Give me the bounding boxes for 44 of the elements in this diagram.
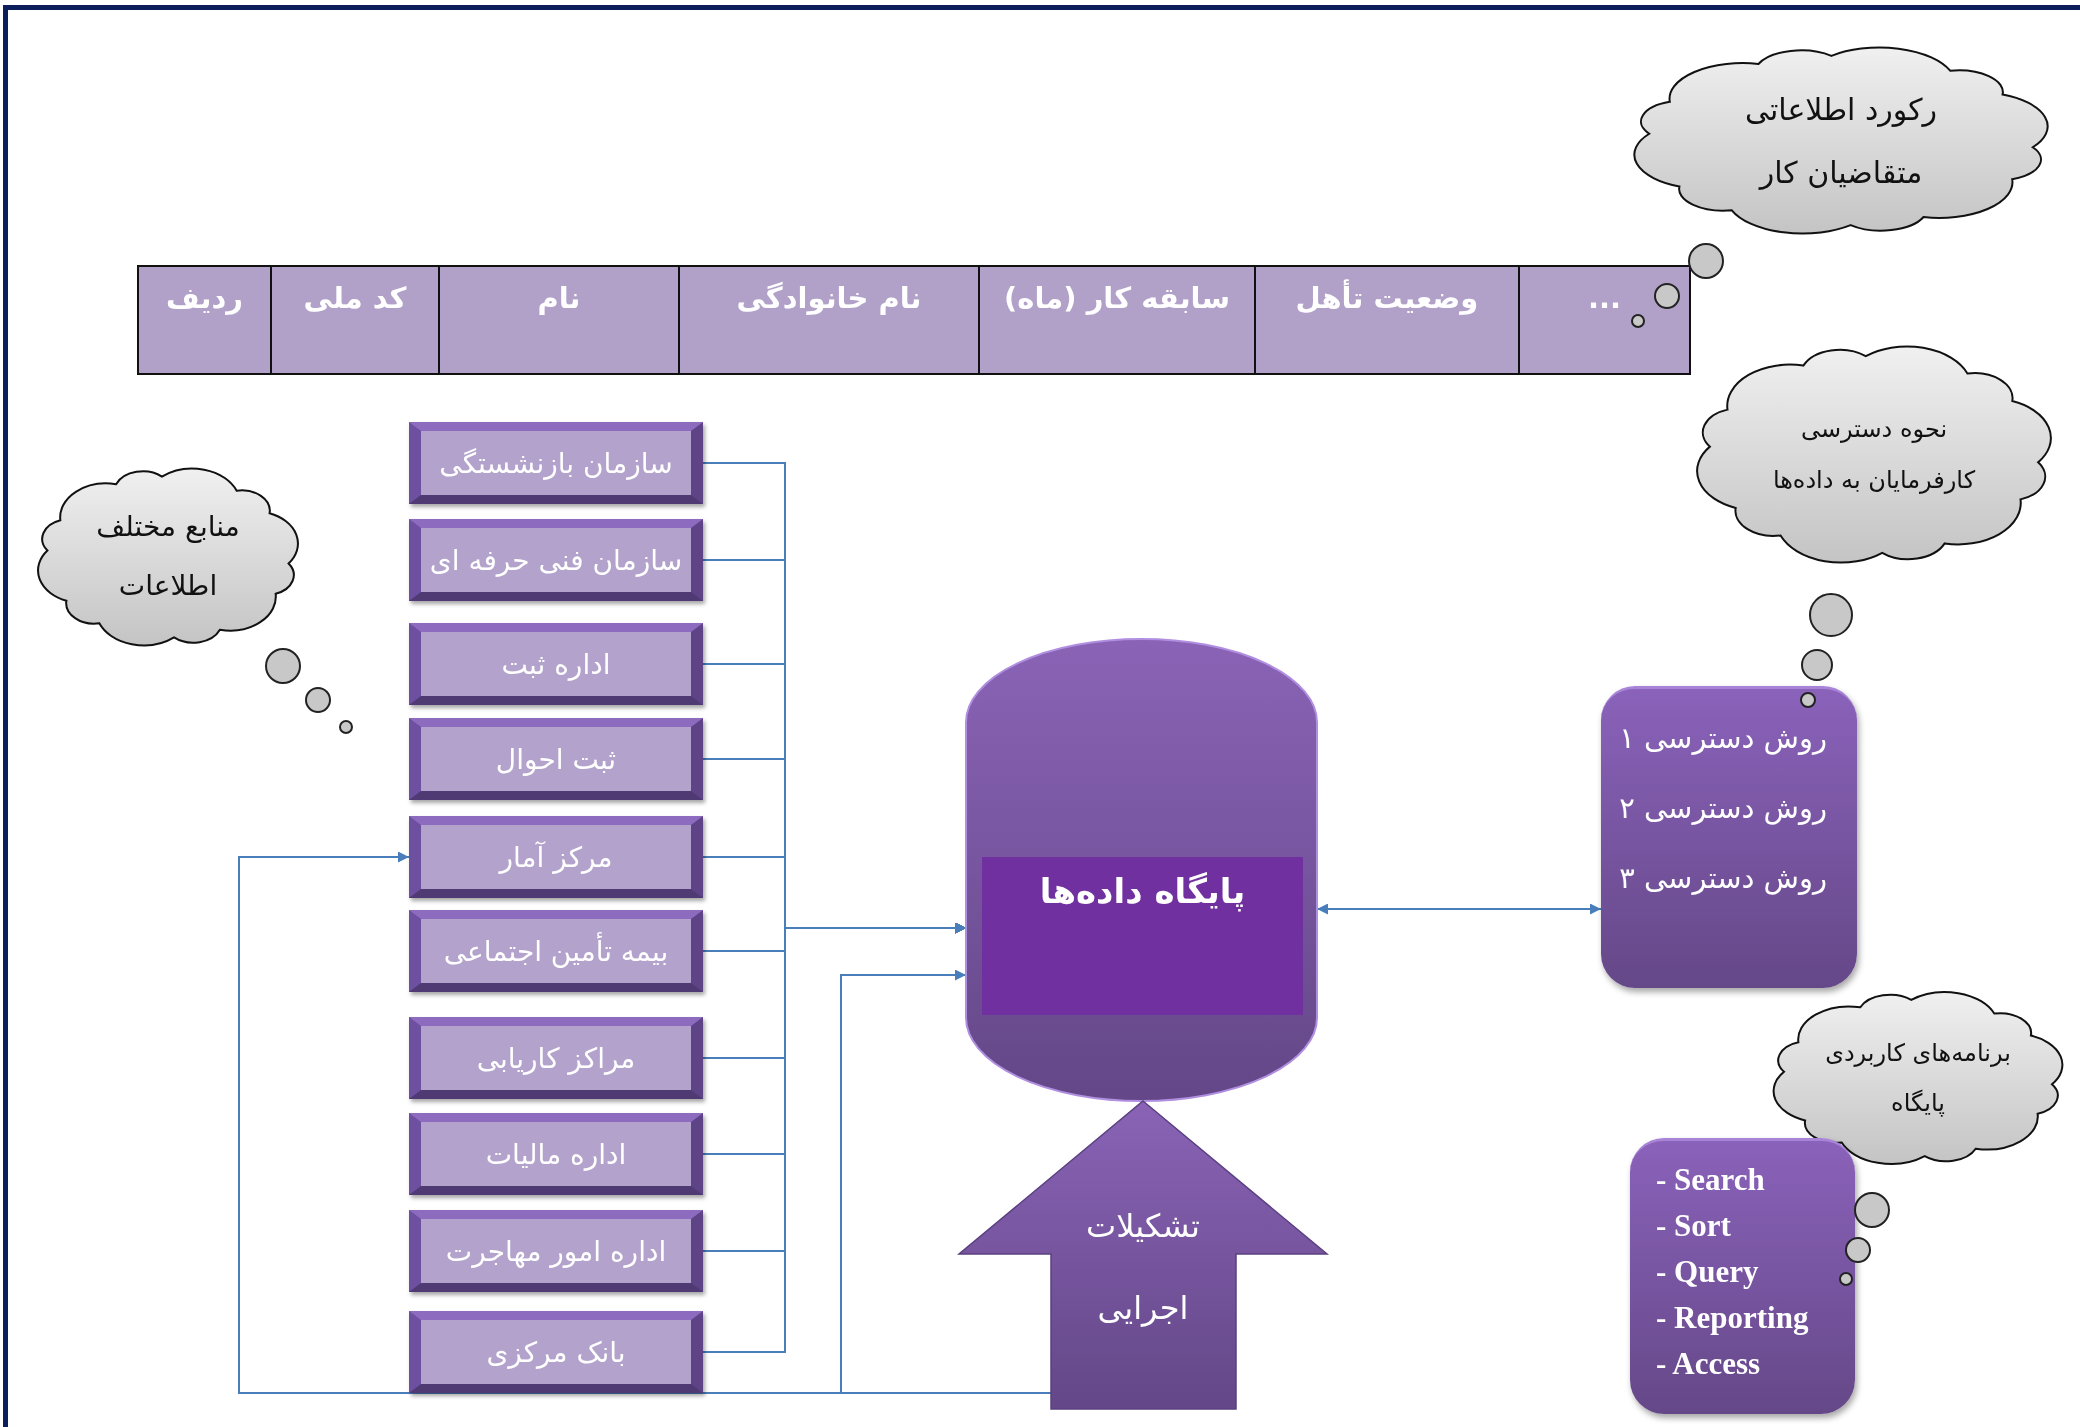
source-label: اداره ثبت [501,647,611,681]
table-header-cell: کد ملی [270,267,438,373]
list-item-text: - Reporting [1655,1299,1810,1337]
source-label: بانک مرکزی [486,1335,626,1369]
access-methods-box [1601,686,1857,988]
table-header-cell: سابقه کار (ماه) [978,267,1254,373]
source-box [409,519,703,601]
source-box [409,1210,703,1292]
source-label: ثبت احوال [495,742,617,776]
application-list-box [1630,1138,1855,1414]
source-label: بیمه تأمین اجتماعی [443,934,669,968]
source-label: اداره امور مهاجرت [445,1234,667,1268]
cloud-text: برنامه‌های کاربردی پایگاه [1824,1037,2012,1119]
up-arrow-shape [959,1101,1327,1409]
list-item-text: - Query [1655,1253,1760,1291]
cloud-text: رکورد اطلاعاتی متقاضیان کار [1743,90,1939,192]
source-label: سازمان فنی حرفه ای [429,543,683,577]
source-box [409,1311,703,1393]
cloud-text: نحوه دسترسی کارفرمایان به داده‌ها [1771,414,1977,496]
access-method-text: روش دسترسی ۳ [1618,860,1828,897]
database-title: پایگاه داده‌ها [1039,871,1246,911]
access-method-text: روش دسترسی ۲ [1618,790,1828,827]
source-box [409,718,703,800]
source-label: سازمان بازنشستگی [439,446,673,480]
source-box [409,816,703,898]
cloud-text: منابع مختلف اطلاعات [95,509,241,604]
source-box [409,1017,703,1099]
source-box [409,910,703,992]
source-box [409,623,703,705]
database-cylinder [966,639,1317,1101]
list-item-text: - Search [1655,1161,1766,1199]
access-method-text: روش دسترسی ۱ [1618,720,1828,757]
arrow-text: تشکیلات اجرایی [1085,1206,1201,1329]
source-box [409,422,703,504]
table-header-cell: نام [438,267,678,373]
table-header-cell: نام خانوادگی [678,267,978,373]
source-label: اداره مالیات [485,1137,627,1171]
table-header-cell: وضعیت تأهل [1254,267,1518,373]
source-label: مرکز آمار [499,840,613,874]
table-header-cell-text: ردیف [165,280,244,317]
source-box [409,1113,703,1195]
list-item-text: - Sort [1655,1207,1732,1245]
source-label: مراکز کاریابی [476,1041,636,1075]
list-item-text: - Access [1655,1345,1762,1383]
